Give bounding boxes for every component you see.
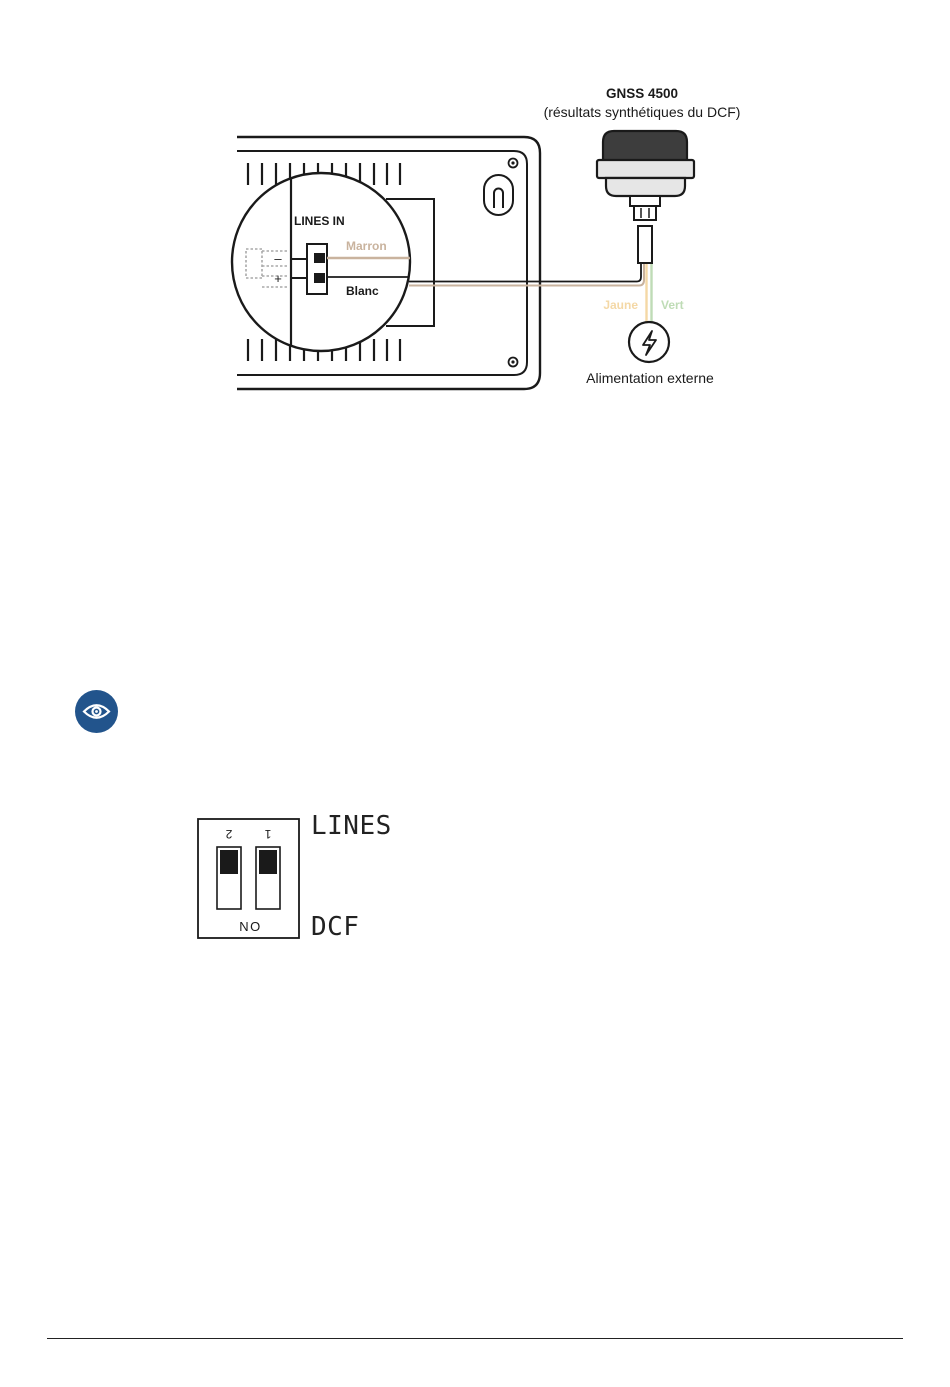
dip-on-label: ON xyxy=(238,919,261,934)
receiver-title: GNSS 4500 xyxy=(606,86,678,101)
wire-label-green: Vert xyxy=(661,298,684,312)
terminal-plus-label: + xyxy=(274,271,282,286)
power-supply: Alimentation externe xyxy=(586,322,714,386)
gnss-receiver: GNSS 4500 (résultats synthétiques du DCF… xyxy=(544,86,741,263)
dip-label-lines: LINES xyxy=(311,811,392,841)
wiring-diagram: LINES IN – + Marron Blanc Jaune Vert GNS… xyxy=(0,0,950,420)
power-wires xyxy=(647,263,652,324)
eye-icon xyxy=(75,690,118,733)
terminal-label: LINES IN xyxy=(294,214,345,228)
dip-toggle-2 xyxy=(217,847,241,909)
receiver-subtitle: (résultats synthétiques du DCF) xyxy=(544,104,741,120)
note-badge xyxy=(75,690,118,733)
wire-label-yellow: Jaune xyxy=(603,298,638,312)
wire-label-white: Blanc xyxy=(346,284,379,298)
dip-toggle-1 xyxy=(256,847,280,909)
dip-switch-number-2: 2 xyxy=(225,827,232,841)
terminal-minus-label: – xyxy=(274,251,282,266)
wire-label-brown: Marron xyxy=(346,239,387,253)
keyhole-icon xyxy=(484,175,513,215)
footer-divider xyxy=(47,1338,903,1339)
dip-switch: 2 1 ON xyxy=(195,815,305,945)
dip-switch-number-1: 1 xyxy=(264,827,271,841)
terminal-magnifier: LINES IN – + Marron Blanc xyxy=(232,170,412,355)
power-label: Alimentation externe xyxy=(586,370,714,386)
dip-label-dcf: DCF xyxy=(311,912,359,942)
